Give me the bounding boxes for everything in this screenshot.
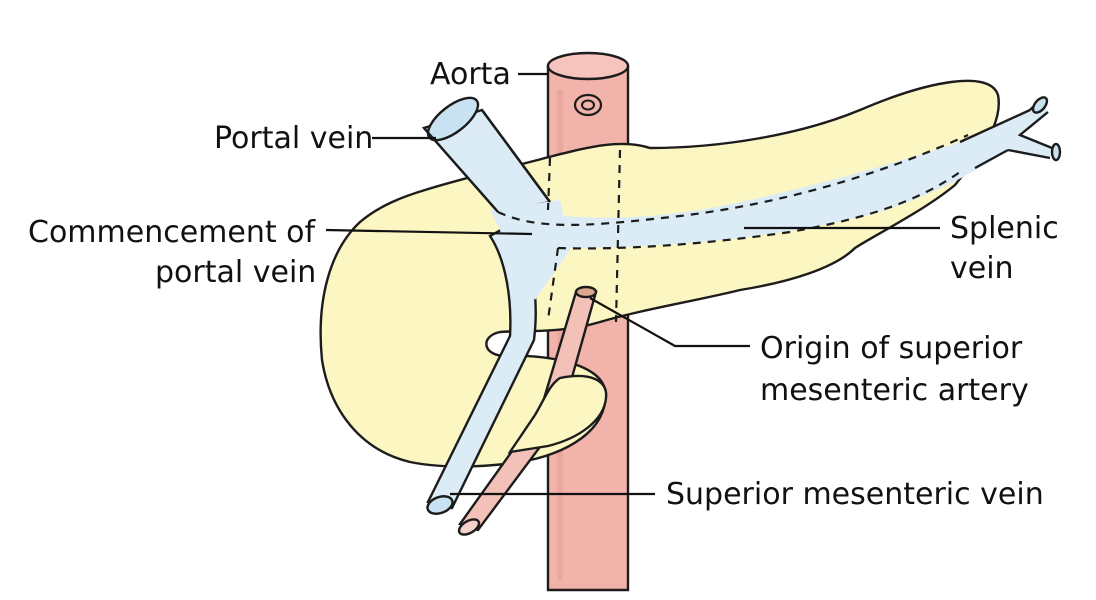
label-splenic-line1: Splenic [950,211,1059,246]
sma-leader [589,297,750,348]
leader-lines [325,72,940,496]
label-portal-vein: Portal vein [214,121,373,156]
label-sma-line2: mesenteric artery [760,373,1029,408]
portal-venous-system [421,96,1062,515]
commencement-leader [325,228,533,236]
hidden-vessel-outlines [497,133,969,323]
label-commencement-line1: Commencement of [28,215,317,250]
label-aorta: Aorta [430,57,511,92]
labels: Aorta Portal vein Commencement of portal… [28,57,1059,512]
label-splenic-line2: vein [950,251,1014,286]
label-commencement-line2: portal vein [155,255,316,290]
label-sma-line1: Origin of superior [760,331,1023,366]
aorta-lumen-icon [573,93,603,117]
smv-end [426,495,454,515]
label-smv: Superior mesenteric vein [666,477,1044,512]
uncinate-process [507,374,608,454]
